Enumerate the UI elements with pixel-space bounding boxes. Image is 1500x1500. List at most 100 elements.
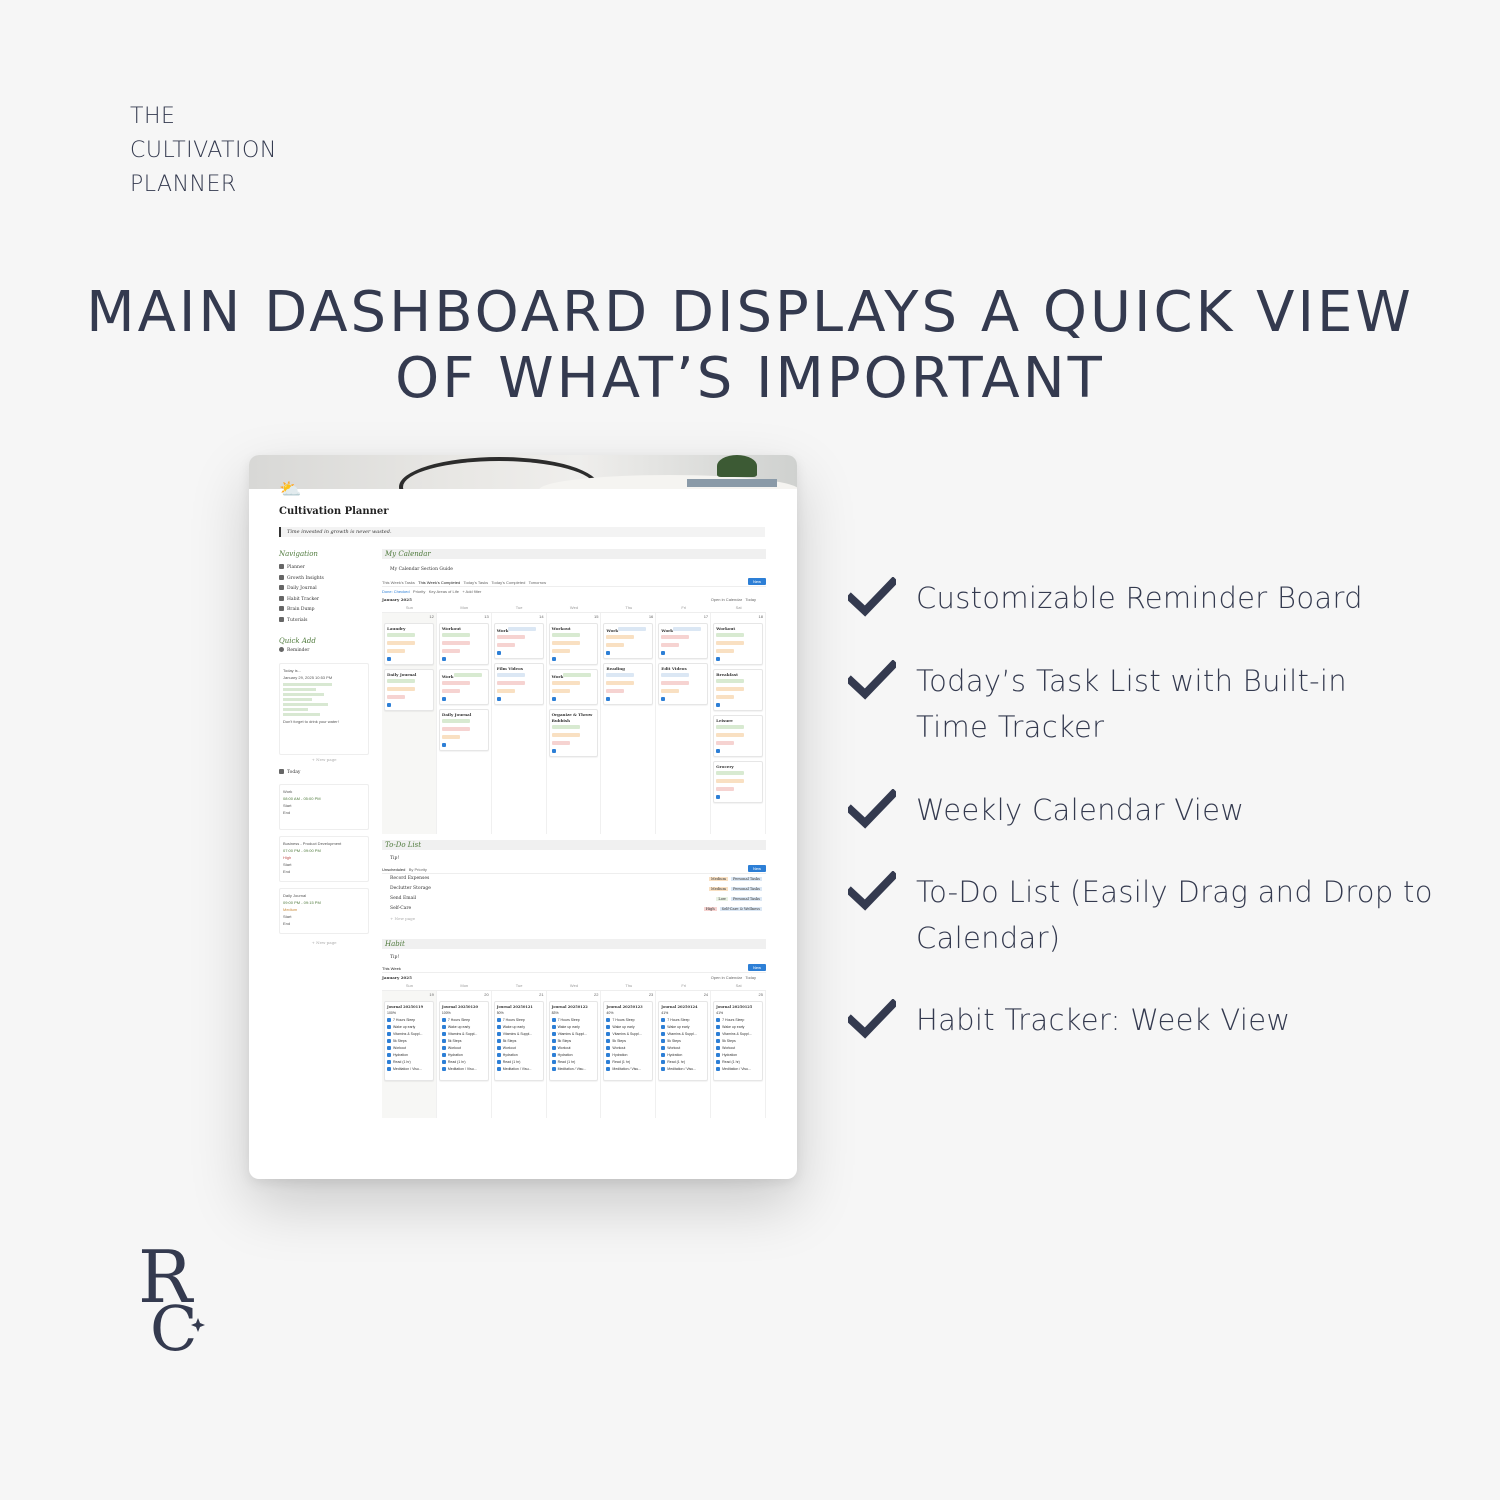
habit-item[interactable]: Wake up early bbox=[606, 1024, 650, 1031]
nav-item-habit-tracker[interactable]: Habit Tracker bbox=[279, 595, 369, 606]
habit-item[interactable]: Vitamins & Suppl... bbox=[661, 1031, 705, 1038]
filter-priority[interactable]: Priority bbox=[412, 589, 426, 594]
nav-item-daily-journal[interactable]: Daily Journal bbox=[279, 584, 369, 595]
habit-item[interactable]: Vitamins & Suppl... bbox=[441, 1031, 486, 1038]
open-in-calendar-button[interactable]: Open in Calendar bbox=[710, 975, 743, 980]
quick-add-reminder[interactable]: Reminder bbox=[279, 646, 369, 657]
habit-item[interactable]: 7 Hours Sleep bbox=[387, 1017, 431, 1024]
habit-item[interactable]: Hydration bbox=[551, 1052, 596, 1059]
habit-item[interactable]: Read (1 hr) bbox=[441, 1059, 486, 1066]
habit-item[interactable]: Meditation / Visu... bbox=[716, 1066, 760, 1073]
calendar-event-card[interactable]: Grocery bbox=[713, 761, 763, 803]
tab-todays-tasks[interactable]: Today's Tasks bbox=[463, 580, 489, 585]
open-in-calendar-button[interactable]: Open in Calendar bbox=[710, 597, 743, 602]
habit-item[interactable]: Wake up early bbox=[387, 1024, 431, 1031]
calendar-event-card[interactable]: Work bbox=[438, 669, 489, 705]
habit-item[interactable]: 5k Steps bbox=[661, 1038, 705, 1045]
quick-add-header[interactable]: Quick Add bbox=[279, 637, 316, 645]
habit-tip-toggle[interactable]: Tip! bbox=[390, 955, 400, 960]
tab-unscheduled[interactable]: Unscheduled bbox=[382, 867, 406, 872]
habit-item[interactable]: Workout bbox=[716, 1045, 760, 1052]
habit-item[interactable]: Meditation / Visu... bbox=[606, 1066, 650, 1073]
habit-item[interactable]: Meditation / Visu... bbox=[441, 1066, 486, 1073]
tab-todays-completed[interactable]: Today's Completed bbox=[491, 580, 526, 585]
habit-item[interactable]: Meditation / Visu... bbox=[661, 1066, 705, 1073]
calendar-event-card[interactable]: Leisure bbox=[713, 715, 763, 757]
calendar-event-card[interactable]: Work bbox=[603, 623, 654, 659]
habit-item[interactable]: 7 Hours Sleep bbox=[551, 1017, 596, 1024]
calendar-event-card[interactable]: Reading bbox=[603, 663, 654, 705]
habit-item[interactable]: Vitamins & Suppl... bbox=[387, 1031, 431, 1038]
habit-item[interactable]: 7 Hours Sleep bbox=[661, 1017, 705, 1024]
calendar-event-card[interactable]: Daily Journal bbox=[438, 709, 489, 751]
tab-this-weeks-completed[interactable]: This Week's Completed bbox=[418, 580, 461, 585]
tab-by-priority[interactable]: By Priority bbox=[408, 867, 427, 872]
habit-item[interactable]: Meditation / Visu... bbox=[551, 1066, 596, 1073]
calendar-event-card[interactable]: Work bbox=[493, 623, 544, 659]
calendar-event-card[interactable]: Workout bbox=[438, 623, 489, 665]
calendar-event-card[interactable]: Breakfast bbox=[713, 669, 763, 711]
nav-item-tutorials[interactable]: Tutorials bbox=[279, 616, 369, 627]
habit-item[interactable]: Read (1 hr) bbox=[387, 1059, 431, 1066]
habit-item[interactable]: Wake up early bbox=[716, 1024, 760, 1031]
new-page-button[interactable]: + New page bbox=[390, 916, 416, 921]
habit-item[interactable]: Workout bbox=[387, 1045, 431, 1052]
habit-item[interactable]: Read (1 hr) bbox=[661, 1059, 705, 1066]
habit-item[interactable]: Meditation / Visu... bbox=[387, 1066, 431, 1073]
habit-item[interactable]: 5k Steps bbox=[551, 1038, 596, 1045]
new-button[interactable]: New bbox=[747, 964, 766, 971]
habit-item[interactable]: Hydration bbox=[716, 1052, 760, 1059]
today-card[interactable]: Daily Journal 09:00 PM - 09:15 PM Medium… bbox=[279, 888, 369, 934]
calendar-event-card[interactable]: Edit Videos bbox=[658, 663, 709, 705]
habit-item[interactable]: Wake up early bbox=[661, 1024, 705, 1031]
habit-item[interactable]: Vitamins & Suppl... bbox=[496, 1031, 541, 1038]
nav-item-growth-insights[interactable]: Growth Insights bbox=[279, 574, 369, 585]
habit-item[interactable]: Workout bbox=[441, 1045, 486, 1052]
add-filter[interactable]: + Add filter bbox=[462, 589, 482, 594]
habit-item[interactable]: 7 Hours Sleep bbox=[606, 1017, 650, 1024]
filter-areas[interactable]: Key Areas of Life bbox=[428, 589, 459, 594]
today-card[interactable]: Business - Product Development 07:00 PM … bbox=[279, 836, 369, 882]
today-button[interactable]: Today bbox=[745, 975, 756, 980]
habit-item[interactable]: Workout bbox=[661, 1045, 705, 1052]
habit-item[interactable]: Wake up early bbox=[496, 1024, 541, 1031]
new-button[interactable]: New bbox=[747, 578, 766, 585]
calendar-event-card[interactable]: Film Videos bbox=[493, 663, 544, 705]
habit-item[interactable]: 7 Hours Sleep bbox=[441, 1017, 486, 1024]
habit-item[interactable]: 5k Steps bbox=[387, 1038, 431, 1045]
new-page-button[interactable]: + New page bbox=[311, 940, 337, 945]
new-page-button[interactable]: + New page bbox=[311, 756, 337, 762]
calendar-event-card[interactable]: Work bbox=[548, 669, 599, 705]
habit-item[interactable]: Vitamins & Suppl... bbox=[606, 1031, 650, 1038]
habit-item[interactable]: Meditation / Visu... bbox=[496, 1066, 541, 1073]
habit-item[interactable]: Read (1 hr) bbox=[716, 1059, 760, 1066]
new-button[interactable]: New bbox=[747, 865, 766, 872]
habit-item[interactable]: 5k Steps bbox=[606, 1038, 650, 1045]
reminder-card[interactable]: Today is... January 29, 2025 10:53 PM Do… bbox=[279, 662, 369, 755]
habit-item[interactable]: 5k Steps bbox=[716, 1038, 760, 1045]
todo-tip-toggle[interactable]: Tip! bbox=[390, 856, 400, 861]
calendar-guide-toggle[interactable]: My Calendar Section Guide bbox=[390, 567, 453, 572]
tab-tomorrow[interactable]: Tomorrow bbox=[528, 580, 547, 585]
tab-this-weeks-tasks[interactable]: This Week's Tasks bbox=[382, 580, 415, 585]
habit-item[interactable]: Read (1 hr) bbox=[606, 1059, 650, 1066]
calendar-event-card[interactable]: Organize & Throw Rubbish bbox=[548, 709, 599, 757]
habit-item[interactable]: Workout bbox=[496, 1045, 541, 1052]
habit-item[interactable]: Wake up early bbox=[441, 1024, 486, 1031]
calendar-event-card[interactable]: Workout bbox=[713, 623, 763, 665]
habit-item[interactable]: Workout bbox=[551, 1045, 596, 1052]
habit-item[interactable]: 5k Steps bbox=[496, 1038, 541, 1045]
habit-item[interactable]: Wake up early bbox=[551, 1024, 596, 1031]
filter-done[interactable]: Done: Checked bbox=[382, 589, 410, 594]
nav-item-planner[interactable]: Planner bbox=[279, 563, 369, 574]
